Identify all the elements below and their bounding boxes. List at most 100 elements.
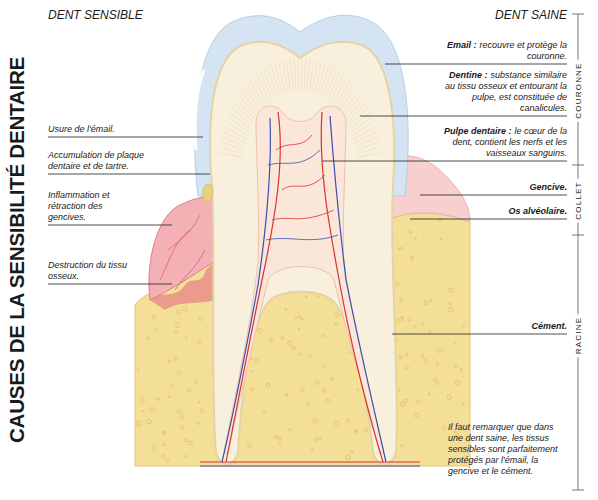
bone-pore [398,389,400,391]
label-heading: Email : [447,40,477,50]
view-heading: DENT SENSIBLE [48,8,168,23]
bone-pore [315,438,318,441]
bone-pore [448,302,451,305]
bracket-tick [572,235,584,236]
bone-pore [322,335,324,337]
canaliculus [294,58,296,90]
bone-pore [285,394,288,397]
canaliculus [315,62,321,93]
bone-pore [424,301,428,305]
bone-pore [168,396,170,398]
bone-pore [288,341,292,345]
artery [200,461,420,462]
canaliculus [221,142,244,150]
canaliculus [339,88,355,112]
bone-pore [185,455,187,457]
canaliculus [234,103,253,122]
part-label: Os alvéolaire. [440,206,567,217]
bone-pore [413,325,416,328]
bone-pore [137,421,142,426]
bone-pore [301,318,303,320]
bone-pore [185,439,188,442]
label-text: recouvre et protège la couronne. [479,40,567,61]
bone-pore [180,416,184,420]
bone-pore [172,384,174,386]
bone-pore [400,402,404,406]
bone-pore [197,422,200,425]
bone-pore [424,359,427,362]
canaliculus [357,147,381,154]
bracket-label: RACINE [574,313,583,356]
canaliculus [222,137,245,147]
bone-pore [298,328,300,330]
canaliculus [333,78,347,104]
leader-line [48,225,172,226]
bone-pore [274,435,277,438]
canaliculus [341,91,358,114]
bone-pore [411,258,414,261]
bone-pore [263,410,265,412]
bone-pore [454,365,457,368]
leader-line [48,174,210,175]
label-text: Cément. [531,321,567,331]
bone-pore [335,421,340,426]
label-text: Gencive. [529,182,567,192]
bone-pore [316,381,319,384]
bone-pore [416,400,419,403]
part-label: Gencive. [440,182,567,193]
bone-pore [163,433,165,435]
bone-pore [306,296,308,298]
bone-pore [395,282,399,286]
bone-pore [335,323,338,326]
canaliculus [354,127,376,139]
leader-line [410,219,567,220]
bone-pore [409,231,412,234]
bone-pore [429,331,431,333]
canaliculus [223,132,246,143]
bone-pore [250,358,253,361]
canaliculus [357,153,381,158]
bone-pore [462,324,464,326]
bone-pore [163,444,165,446]
bone-pore [174,330,177,333]
bracket-tick [572,165,584,166]
bone-pore [309,355,311,357]
bone-pore [250,388,253,391]
vein [330,116,386,462]
canaliculus [251,81,265,107]
bone-pore [278,437,281,440]
label-text: DENT SAINE [495,8,567,22]
canaliculus [301,58,303,90]
bone-pore [298,315,301,318]
canaliculus [335,81,349,107]
bone-pore [285,308,287,310]
bone-pore [447,395,452,400]
bone-pore [199,317,202,320]
bone-pore [438,348,443,353]
bone-pore [405,366,408,369]
leader-line [360,116,567,117]
bone-pore [406,353,409,356]
bone-pore [449,308,454,313]
canaliculus [355,137,378,147]
bone-pore [324,366,326,368]
bone-pore [462,403,464,405]
bone-pore [269,338,273,342]
bone-pore [430,299,432,301]
canaliculus [356,142,379,150]
bone-pore [157,397,160,400]
canaliculus [237,99,256,119]
bone-pore [396,319,400,323]
part-label: Email :recouvre et protège la couronne. [440,40,567,62]
plaque-tartar [203,184,213,202]
gum-inflammation [160,215,205,290]
cause-label: Inflammation et rétraction des gencives. [48,190,133,223]
bone-pore [400,445,402,447]
canaliculus [275,63,282,93]
label-text: Accumulation de plaque dentaire et de ta… [48,150,144,171]
bone-pore [292,346,296,350]
bone-pore [335,313,339,317]
bone-pore [147,419,152,424]
cause-label: Accumulation de plaque dentaire et de ta… [48,150,163,172]
bone-pore [150,408,155,413]
